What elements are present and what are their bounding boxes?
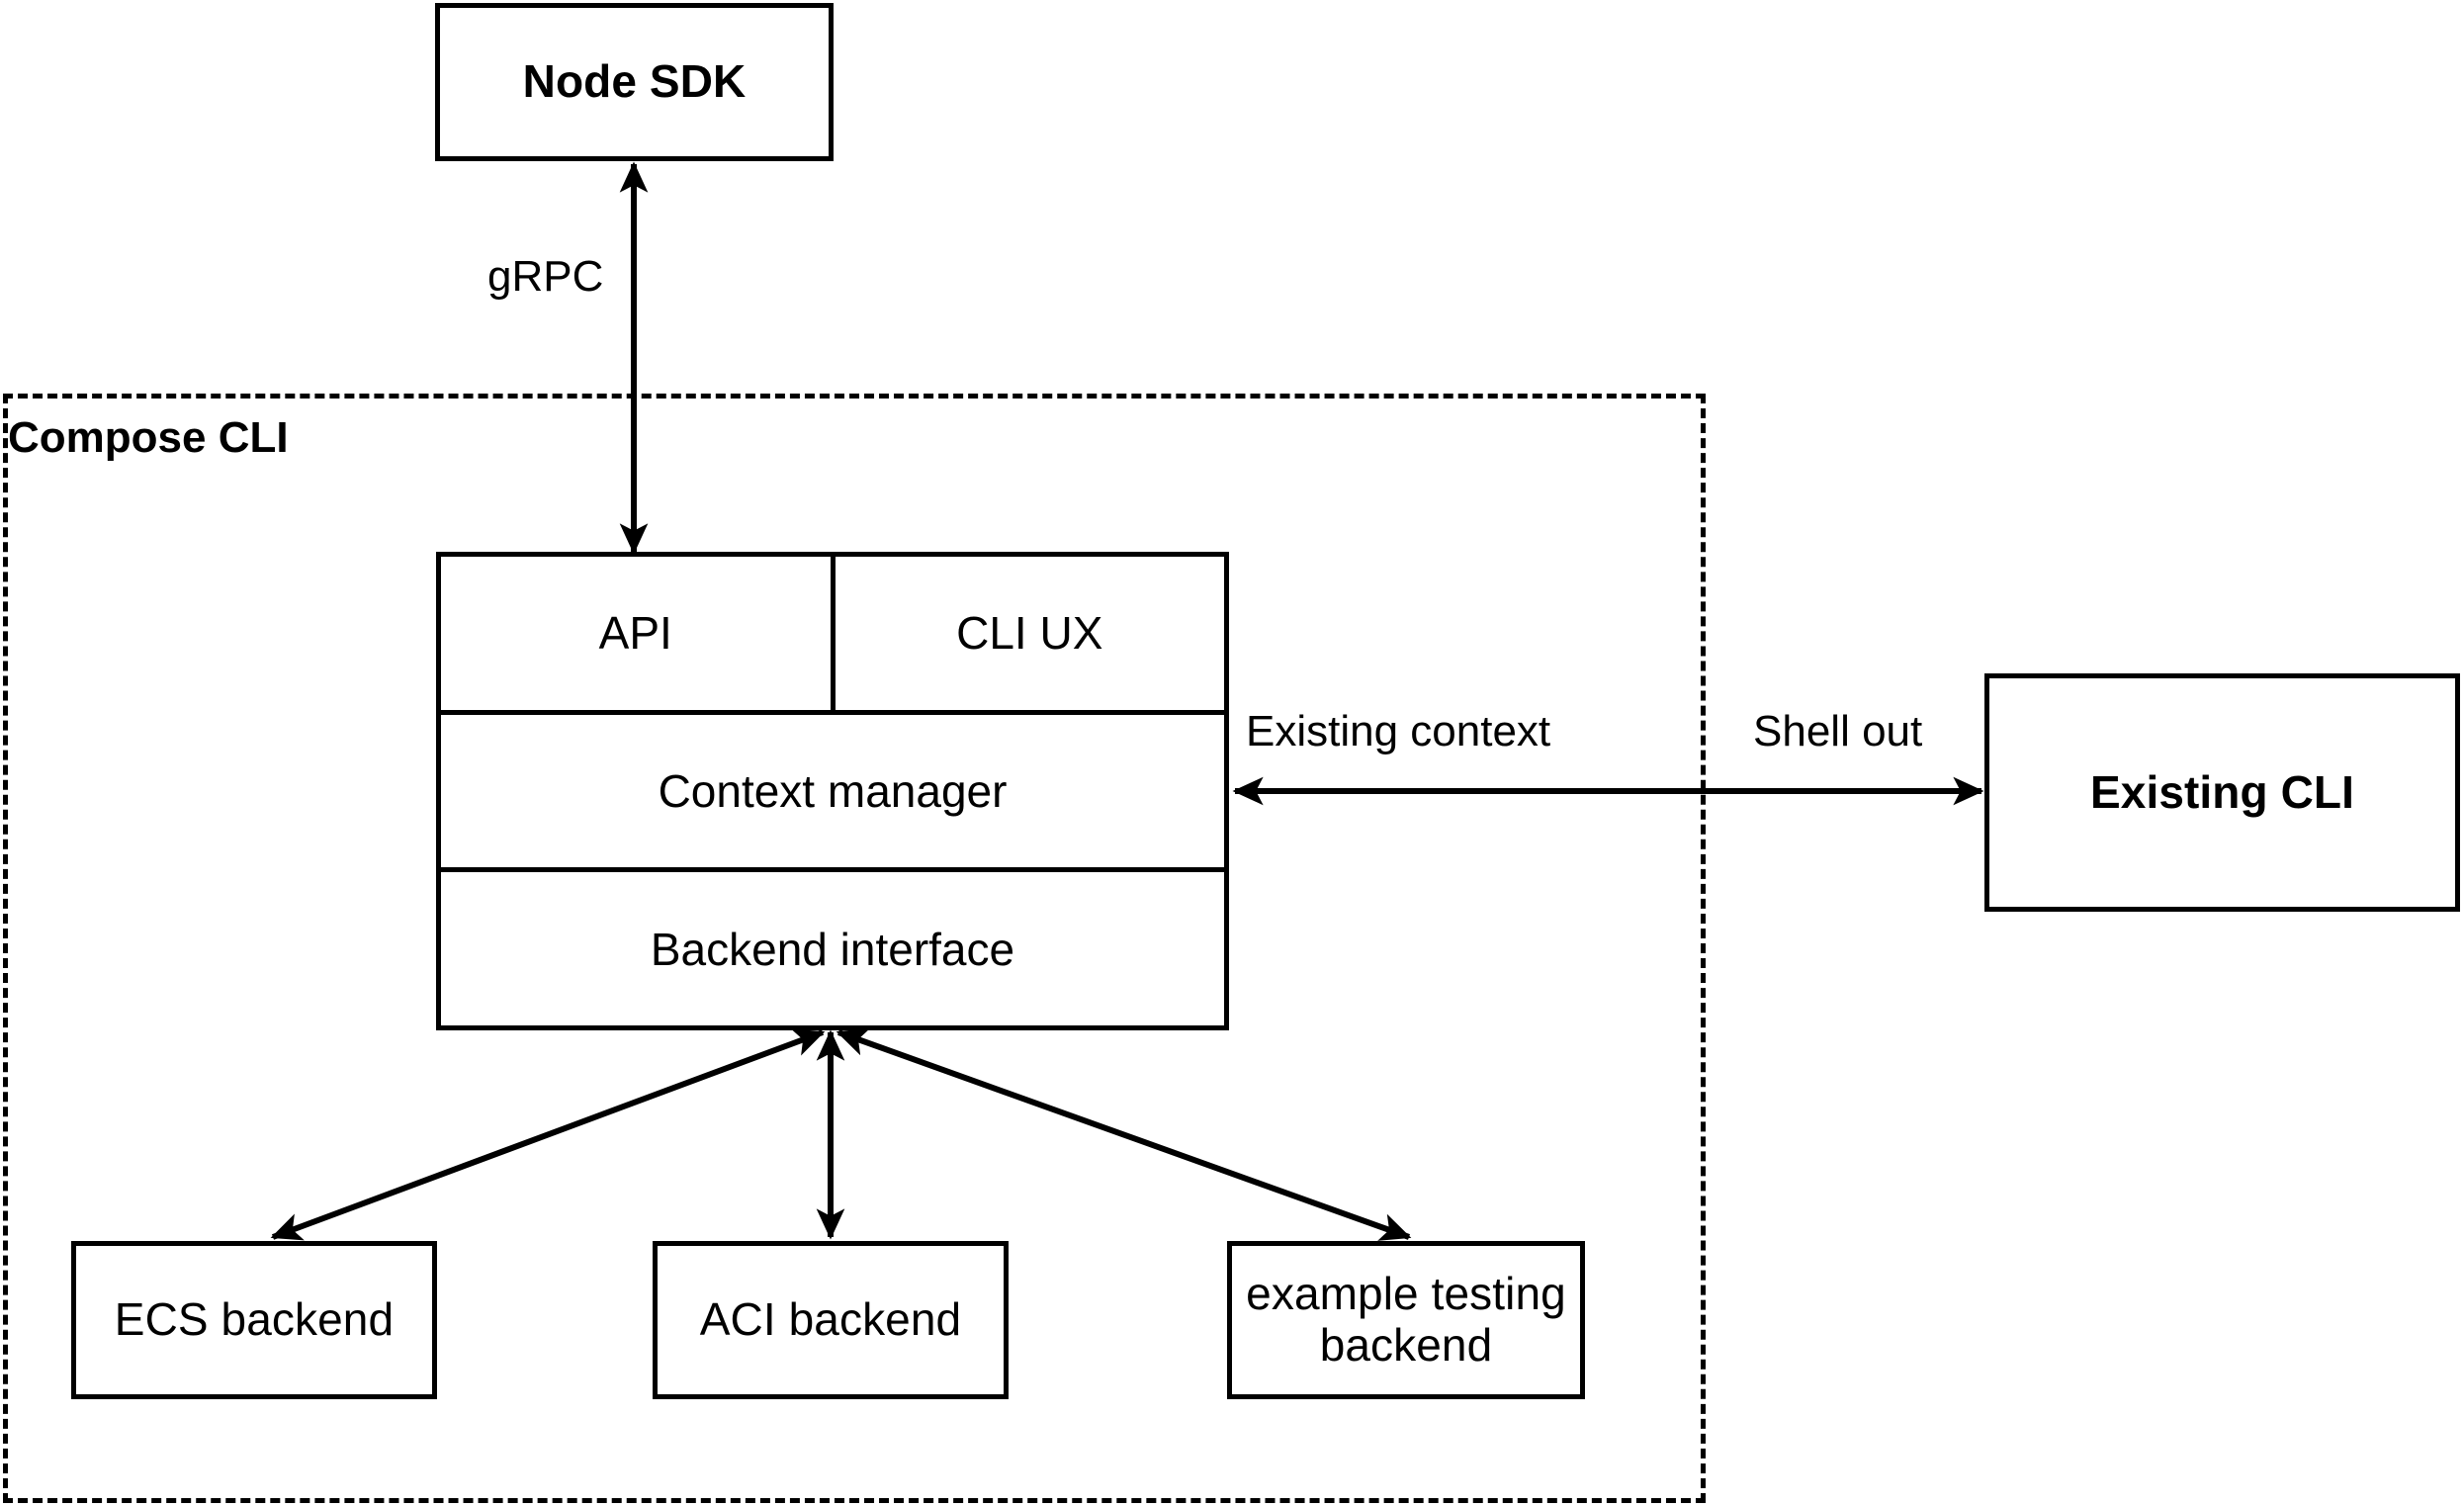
edge-label-grpc: gRPC xyxy=(487,252,604,301)
node-aci-backend-label: ACI backend xyxy=(699,1293,962,1346)
stack-cell-api-label: API xyxy=(598,607,672,660)
node-example-testing-backend-label: example testing backend xyxy=(1246,1268,1566,1371)
edge-label-existing-context: Existing context xyxy=(1246,707,1551,755)
stack-cell-backend-interface[interactable]: Backend interface xyxy=(441,872,1224,1025)
stack-cell-backend-interface-label: Backend interface xyxy=(650,923,1015,975)
edge-label-shell-out: Shell out xyxy=(1753,707,1923,755)
node-node-sdk-label: Node SDK xyxy=(522,55,747,108)
stack-row-backend-interface: Backend interface xyxy=(441,872,1224,1025)
node-aci-backend[interactable]: ACI backend xyxy=(653,1241,1009,1399)
node-ecs-backend[interactable]: ECS backend xyxy=(71,1241,437,1399)
node-ecs-backend-label: ECS backend xyxy=(114,1293,395,1346)
stack-cell-cli-ux-label: CLI UX xyxy=(956,607,1103,660)
stack-cell-cli-ux[interactable]: CLI UX xyxy=(836,557,1225,710)
component-stack: API CLI UX Context manager Backend inter… xyxy=(436,552,1229,1030)
stack-cell-api[interactable]: API xyxy=(441,557,836,710)
node-example-testing-backend[interactable]: example testing backend xyxy=(1227,1241,1585,1399)
stack-row-context-manager: Context manager xyxy=(441,715,1224,873)
node-existing-cli[interactable]: Existing CLI xyxy=(1984,673,2460,912)
stack-row-api-cliux: API CLI UX xyxy=(441,557,1224,715)
stack-cell-context-manager-label: Context manager xyxy=(658,765,1008,817)
group-boundary-compose-cli xyxy=(3,394,1706,1503)
node-node-sdk[interactable]: Node SDK xyxy=(435,3,834,161)
stack-cell-context-manager[interactable]: Context manager xyxy=(441,715,1224,868)
group-label-compose-cli: Compose CLI xyxy=(8,413,289,462)
node-existing-cli-label: Existing CLI xyxy=(2089,765,2354,818)
